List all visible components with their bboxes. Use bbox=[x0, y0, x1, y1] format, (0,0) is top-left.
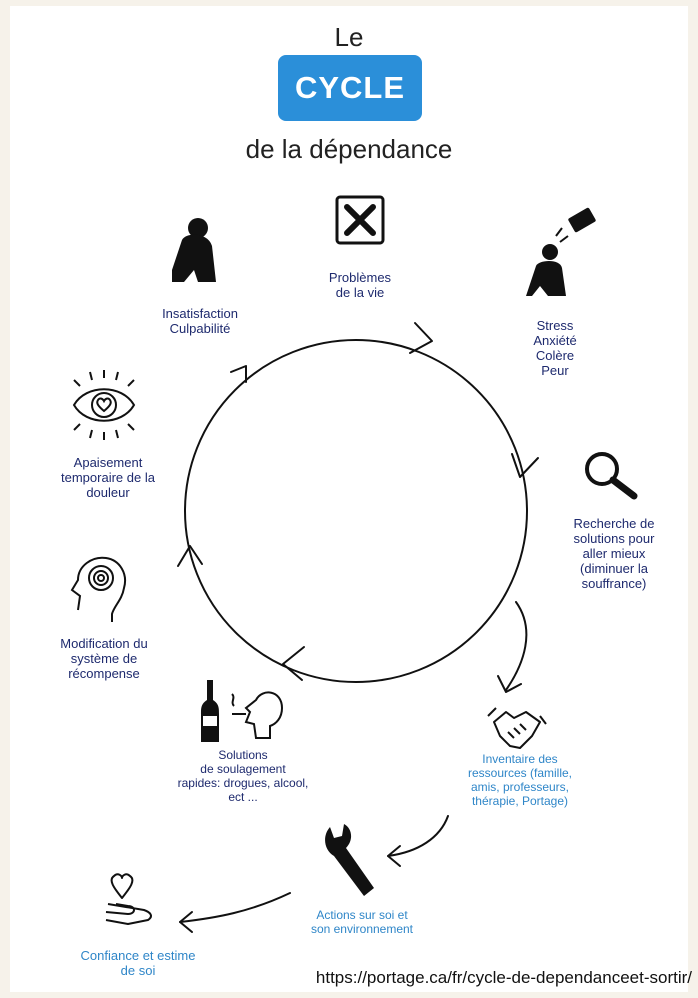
handshake-icon bbox=[487, 707, 547, 749]
exit-path-arrow-3 bbox=[179, 892, 291, 923]
title-prefix: Le bbox=[334, 22, 364, 52]
exit-arrowhead-1 bbox=[497, 675, 522, 693]
label-stress: Stress Anxiété Colère Peur bbox=[533, 318, 577, 378]
distressed-person-icon bbox=[526, 207, 596, 296]
exit-path-arrow-2 bbox=[387, 815, 449, 857]
heart-eye-icon bbox=[72, 370, 136, 440]
magnifier-icon bbox=[585, 452, 638, 500]
label-modification: Modification du système de récompense bbox=[60, 636, 148, 681]
title-highlight-box: CYCLE bbox=[278, 55, 422, 121]
source-url: https://portage.ca/fr/cycle-de-dependanc… bbox=[315, 968, 692, 987]
circle-arrowhead-right bbox=[511, 453, 539, 478]
background-panel bbox=[10, 6, 688, 992]
label-apaisement: Apaisement temporaire de la douleur bbox=[61, 455, 155, 500]
x-box-icon bbox=[335, 195, 385, 245]
label-problemes: Problèmes de la vie bbox=[328, 270, 392, 300]
label-recherche: Recherche de solutions pour aller mieux … bbox=[573, 516, 655, 591]
exit-arrowhead-2 bbox=[387, 845, 401, 867]
title-subtitle: de la dépendance bbox=[245, 134, 453, 164]
circle-arrowhead-top bbox=[409, 322, 433, 354]
circle-arrowhead-left bbox=[177, 545, 203, 567]
circle-arrowhead-topleft bbox=[230, 365, 247, 383]
label-solutions: Solutions de soulagement rapides: drogue… bbox=[177, 748, 309, 804]
exit-arrowhead-3 bbox=[179, 911, 193, 933]
sitting-person-icon bbox=[172, 218, 216, 282]
label-inventaire: Inventaire des ressources (famille, amis… bbox=[467, 752, 573, 808]
bottle-and-smoker-icon bbox=[201, 680, 284, 742]
wrench-icon bbox=[325, 824, 374, 896]
exit-path-arrow-1 bbox=[505, 601, 528, 691]
head-spiral-icon bbox=[70, 556, 126, 622]
label-insatisfaction: Insatisfaction Culpabilité bbox=[162, 306, 238, 336]
cycle-circle bbox=[184, 339, 528, 683]
label-actions: Actions sur soi et son environnement bbox=[310, 908, 414, 936]
heart-in-hand-icon bbox=[105, 873, 152, 925]
circle-arrowhead-bottom bbox=[282, 646, 305, 681]
label-confiance: Confiance et estime de soi bbox=[80, 948, 196, 978]
